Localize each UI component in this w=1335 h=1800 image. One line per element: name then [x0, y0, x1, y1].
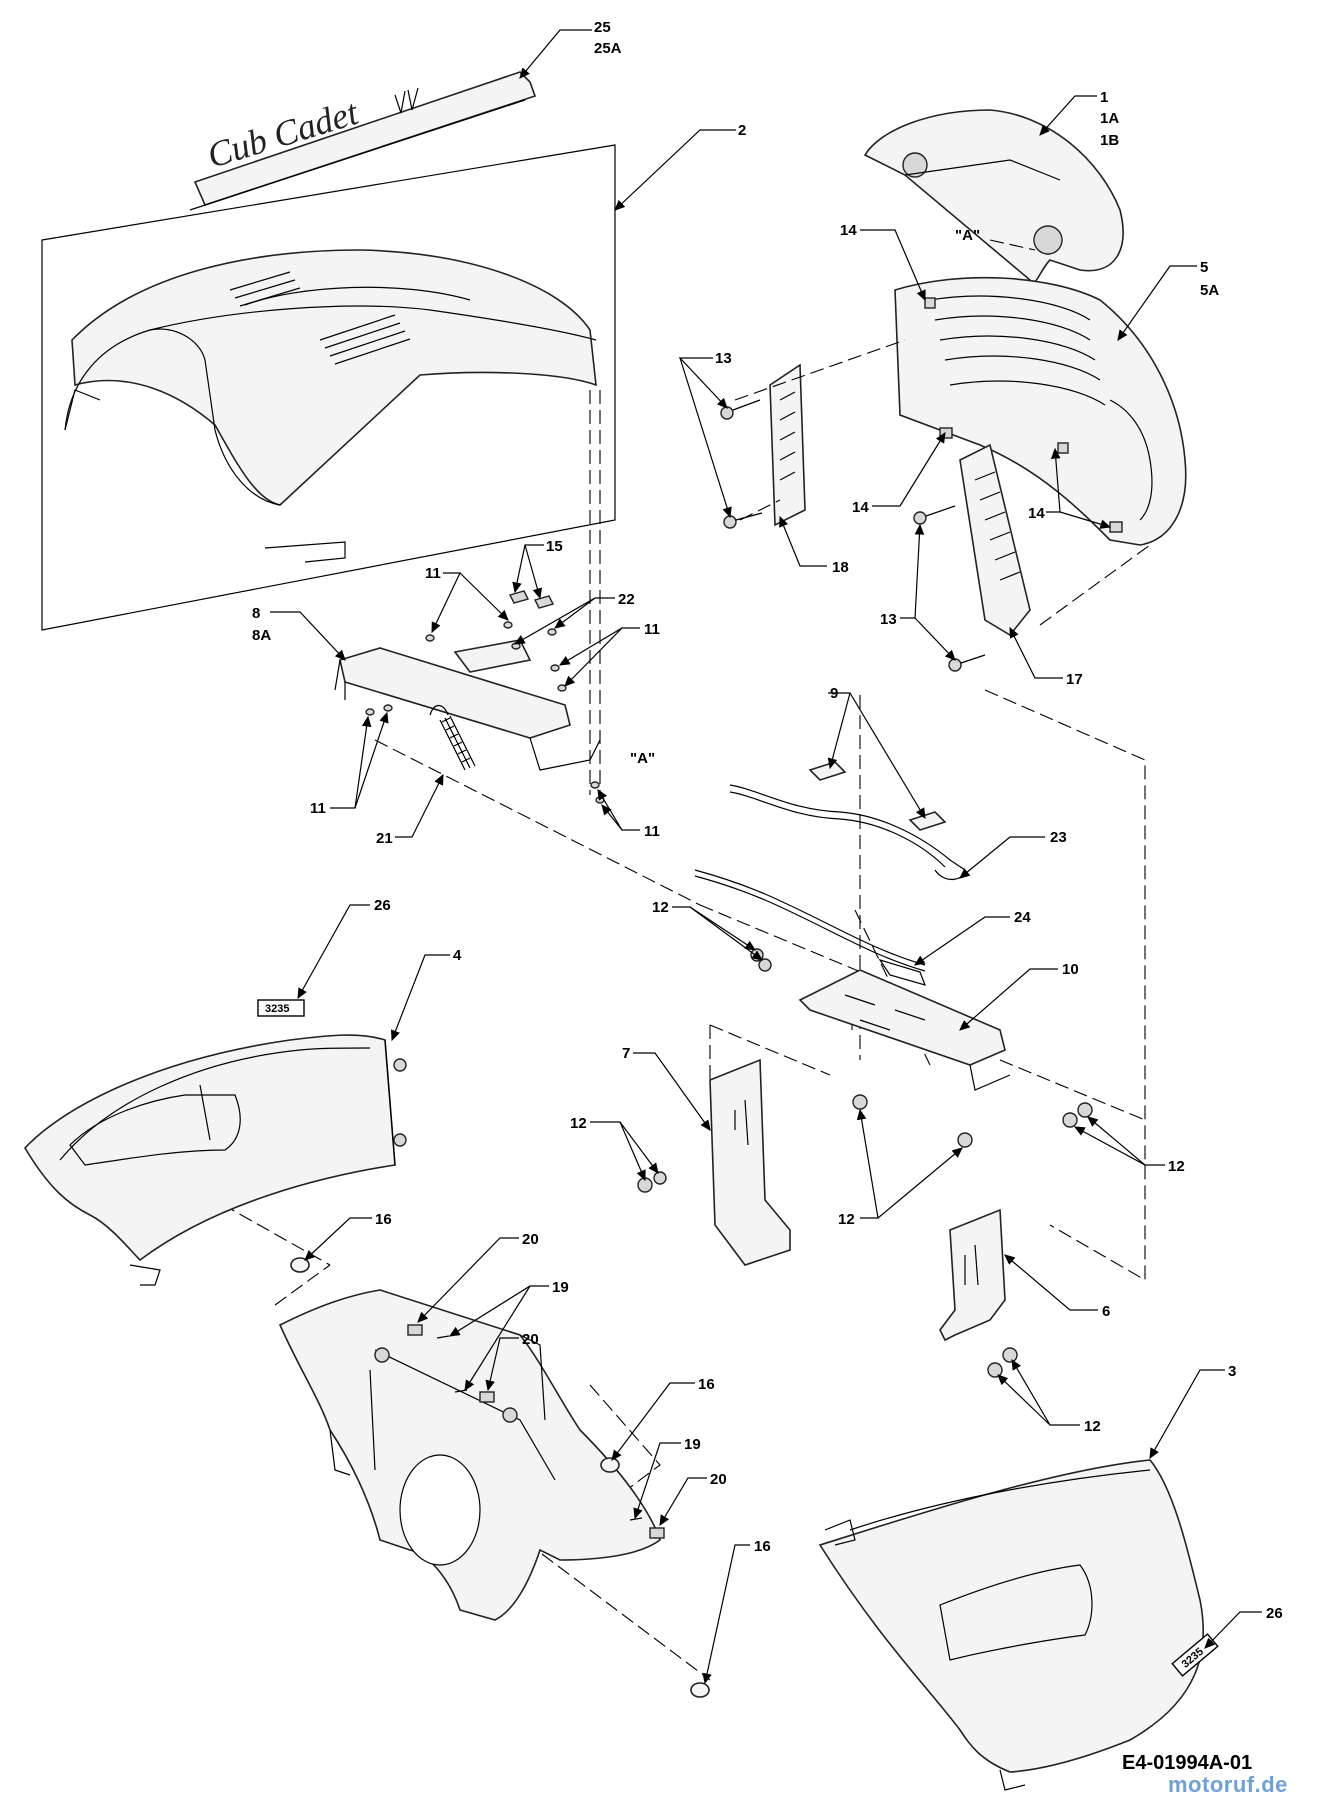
grille	[894, 276, 1187, 546]
callout-26-left: 26	[374, 897, 391, 914]
callout-2: 2	[738, 122, 746, 139]
callout-5: 5	[1200, 259, 1208, 276]
bracket-7	[709, 1058, 791, 1266]
reference-label-a-mid: "A"	[630, 750, 655, 767]
callout-10: 10	[1062, 961, 1079, 978]
hood-rod-23	[729, 761, 966, 880]
document-code: E4-01994A-01	[1122, 1752, 1253, 1774]
callout-16-c: 16	[754, 1538, 771, 1555]
brand-decal: Cub Cadet	[189, 71, 537, 211]
callout-25: 25	[594, 19, 611, 36]
svg-text:3235: 3235	[265, 1003, 289, 1015]
callout-11-bottom: 11	[644, 823, 660, 840]
callout-24: 24	[1014, 909, 1031, 926]
callout-23: 23	[1050, 829, 1067, 846]
callout-12-a: 12	[652, 899, 669, 916]
reference-label-a-top: "A"	[955, 227, 980, 244]
callout-17: 17	[1066, 671, 1083, 688]
callout-15: 15	[546, 538, 563, 555]
callout-13-top: 13	[715, 350, 732, 367]
callout-11-left: 11	[310, 800, 326, 817]
callout-12-c: 12	[838, 1211, 855, 1228]
callout-18: 18	[832, 559, 849, 576]
callout-7: 7	[622, 1045, 630, 1062]
callout-6: 6	[1102, 1303, 1110, 1320]
callout-20-c: 20	[710, 1471, 727, 1488]
callout-19-b: 19	[684, 1436, 701, 1453]
callout-20-a: 20	[522, 1231, 539, 1248]
watermark-logo: motoruf.de	[1168, 1772, 1288, 1797]
side-panel-right-3	[818, 1459, 1205, 1791]
callout-14-mid: 14	[852, 499, 869, 516]
callout-21: 21	[376, 830, 393, 847]
headlight-housing: "A"	[863, 109, 1124, 284]
screws-13	[720, 399, 986, 672]
hood-bracket-8	[334, 639, 601, 771]
callout-4: 4	[453, 947, 462, 964]
callout-22: 22	[618, 591, 635, 608]
hood-vent-slots	[229, 271, 411, 365]
hood-assembly	[41, 144, 616, 631]
callout-14-top: 14	[840, 222, 857, 239]
callout-12-e: 12	[1084, 1418, 1101, 1435]
callout-5a: 5A	[1200, 282, 1219, 299]
bolts-12	[637, 948, 1093, 1378]
callout-16-b: 16	[698, 1376, 715, 1393]
lens-bracket-17	[959, 443, 1031, 637]
plate-10	[798, 969, 1011, 1091]
badge-3235-left: 3235	[257, 999, 305, 1017]
dash-panel	[278, 1289, 661, 1621]
callout-1: 1	[1100, 89, 1108, 106]
spring-21	[429, 705, 476, 771]
callout-11-top: 11	[425, 565, 441, 582]
callout-1a: 1A	[1100, 110, 1119, 127]
callout-11-right: 11	[644, 621, 660, 638]
callout-8: 8	[252, 605, 260, 622]
side-panel-left-4	[24, 1034, 407, 1286]
callout-14-right: 14	[1028, 505, 1045, 522]
bracket-6	[939, 1208, 1006, 1342]
callout-19-a: 19	[552, 1279, 569, 1296]
callout-9: 9	[830, 685, 838, 702]
callout-1b: 1B	[1100, 132, 1119, 149]
callout-26-right: 26	[1266, 1605, 1283, 1622]
alignment-lines	[134, 339, 1151, 1681]
rod-24	[694, 869, 926, 986]
callout-25a: 25A	[594, 40, 622, 57]
callout-12-d: 12	[1168, 1158, 1185, 1175]
callout-3: 3	[1228, 1363, 1236, 1380]
lens-bracket-18	[769, 363, 806, 527]
callout-20-b: 20	[522, 1331, 539, 1348]
callout-16-a: 16	[375, 1211, 392, 1228]
callout-12-b: 12	[570, 1115, 587, 1132]
callout-labels: 25 25A 1 1A 1B 2 14 5 5A 13 18 14 14 13 …	[252, 19, 1283, 1622]
callout-13-bottom: 13	[880, 611, 897, 628]
callout-leaders	[270, 29, 1262, 1685]
callout-8a: 8A	[252, 627, 271, 644]
